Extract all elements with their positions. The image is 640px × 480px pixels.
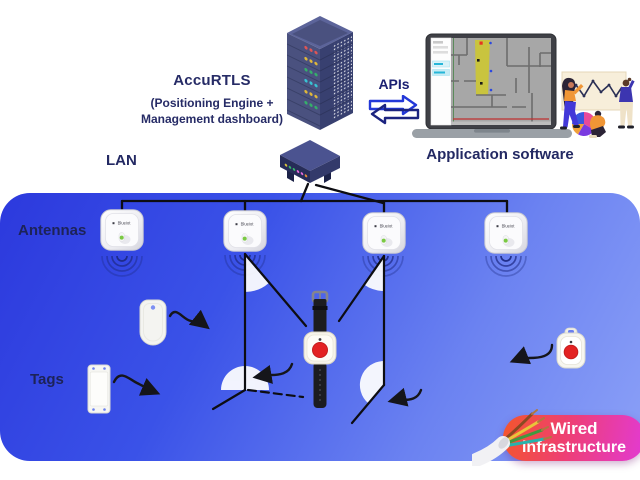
rack-led-lights (304, 45, 318, 110)
server-rack-icon (287, 16, 353, 130)
apis-block: APIs (364, 76, 424, 125)
lan-label: LAN (106, 152, 137, 169)
platform-subtitle-line1: (Positioning Engine + (150, 96, 274, 110)
card-tag-icon (87, 364, 111, 414)
apis-label: APIs (378, 76, 410, 92)
antenna-device-4 (484, 212, 528, 254)
wristband-tag-icon (303, 290, 337, 408)
person-left (560, 77, 584, 130)
platform-title-block: AccuRTLS (Positioning Engine + Managemen… (112, 72, 312, 127)
laptop-floorplan (451, 38, 551, 125)
wired-infrastructure-badge: Wired infrastructure (503, 415, 640, 461)
person-right (618, 77, 635, 129)
platform-title: AccuRTLS (173, 72, 251, 89)
api-exchange-arrows-icon (368, 95, 420, 125)
network-switch-icon (280, 140, 340, 183)
sos-pendant-tag-icon (556, 327, 586, 369)
badge-line2: infrastructure (521, 439, 627, 456)
switch-led-lights (284, 163, 308, 178)
tags-label: Tags (30, 371, 64, 388)
application-software-label: Application software (426, 146, 574, 163)
pendant-tag-icon (139, 299, 167, 346)
platform-subtitle-line2: Management dashboard) (140, 112, 284, 126)
person-middle (589, 110, 606, 138)
laptop-icon (412, 33, 572, 138)
sos-button (312, 342, 328, 358)
laptop-sidebar (430, 37, 452, 126)
antennas-label: Antennas (18, 222, 87, 239)
antenna-device-2 (223, 210, 267, 252)
cable-icon (472, 409, 552, 466)
badge-line1: Wired (550, 419, 598, 438)
sos-button (563, 344, 579, 360)
antenna-device-1 (100, 209, 144, 251)
antenna-device-3 (362, 212, 406, 254)
people-analytics-illustration (560, 71, 635, 138)
highlighted-zone (475, 40, 490, 95)
